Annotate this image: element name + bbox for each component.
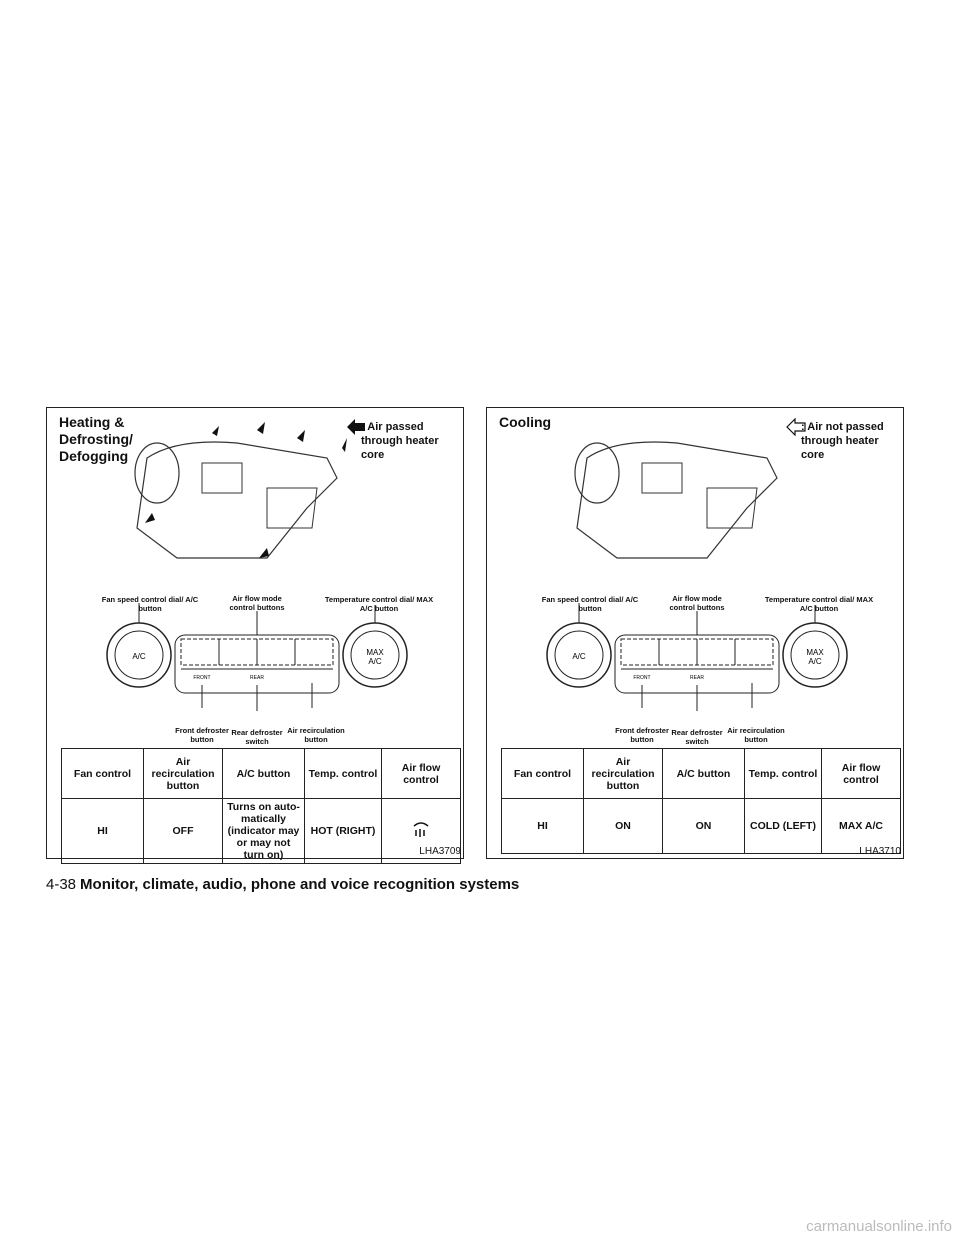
airflow-mode-label: Air flow mode control buttons xyxy=(669,594,725,612)
header-airflow: Air flow control xyxy=(381,748,461,799)
header-ac: A/C button xyxy=(662,748,745,799)
value-airflow xyxy=(381,798,461,864)
cooling-diagram-panel: Cooling : Air not passed through heater … xyxy=(486,407,904,859)
rear-button-label: REAR xyxy=(690,675,704,681)
panel-title: Cooling xyxy=(499,414,552,430)
front-button-label: FRONT xyxy=(633,675,650,681)
value-recirculation: ON xyxy=(583,798,663,854)
hollow-arrow-icon xyxy=(786,418,806,436)
header-temp: Temp. control xyxy=(304,748,382,799)
front-defroster-label: Front defroster button xyxy=(615,726,669,744)
front-defroster-label: Front defroster button xyxy=(175,726,229,744)
recirculation-label: Air recirculation button xyxy=(727,726,785,744)
figure-code: LHA3710 xyxy=(859,846,901,857)
rear-button-label: REAR xyxy=(250,675,264,681)
value-recirculation: OFF xyxy=(143,798,223,864)
settings-table: Fan control Air recirculation button A/C… xyxy=(501,748,901,854)
max-dial-label: MAX xyxy=(366,648,384,657)
temperature-dial-label: Temperature control dial/ MAX A/C button xyxy=(324,595,434,613)
climate-control-illustration: A/C MAX A/C FRONT REAR xyxy=(106,603,408,711)
fan-speed-label: Fan speed control dial/ A/C button xyxy=(101,595,199,613)
settings-table: Fan control Air recirculation button A/C… xyxy=(61,748,461,864)
section-title: Monitor, climate, audio, phone and voice… xyxy=(80,876,520,893)
value-fan: HI xyxy=(501,798,584,854)
value-fan: HI xyxy=(61,798,144,864)
airflow-mode-label: Air flow mode control buttons xyxy=(229,594,285,612)
ac-dial-label: A/C xyxy=(572,652,586,661)
value-temp: COLD (LEFT) xyxy=(744,798,822,854)
figure-code: LHA3709 xyxy=(419,846,461,857)
value-ac: ON xyxy=(662,798,745,854)
max-dial-label: MAX xyxy=(806,648,824,657)
dashboard-illustration xyxy=(134,422,347,559)
solid-arrow-icon xyxy=(347,419,365,435)
max-ac-dial-label: A/C xyxy=(368,657,382,666)
value-airflow: MAX A/C xyxy=(821,798,901,854)
climate-control-illustration: A/C MAX A/C FRONT REAR xyxy=(546,603,848,711)
page-number: 4-38 xyxy=(46,876,77,893)
temperature-dial-label: Temperature control dial/ MAX A/C button xyxy=(764,595,874,613)
header-fan: Fan control xyxy=(501,748,584,799)
fan-speed-label: Fan speed control dial/ A/C button xyxy=(541,595,639,613)
legend-text: : Air not passed through heater core xyxy=(801,421,884,461)
front-button-label: FRONT xyxy=(193,675,210,681)
max-ac-dial-label: A/C xyxy=(808,657,822,666)
header-recirculation: Air recirculation button xyxy=(583,748,663,799)
recirculation-label: Air recirculation button xyxy=(287,726,345,744)
header-fan: Fan control xyxy=(61,748,144,799)
header-ac: A/C button xyxy=(222,748,305,799)
defrost-airflow-icon xyxy=(413,821,429,837)
watermark: carmanualsonline.info xyxy=(806,1218,952,1235)
header-recirculation: Air recirculation button xyxy=(143,748,223,799)
legend-text: : Air passed through heater core xyxy=(361,421,439,461)
ac-dial-label: A/C xyxy=(132,652,146,661)
rear-defroster-label: Rear defroster switch xyxy=(231,728,283,746)
value-temp: HOT (RIGHT) xyxy=(304,798,382,864)
header-airflow: Air flow control xyxy=(821,748,901,799)
value-ac: Turns on auto- matically (indicator may … xyxy=(222,798,305,864)
rear-defroster-label: Rear defroster switch xyxy=(671,728,723,746)
dashboard-illustration xyxy=(574,441,778,559)
panel-title: Heating & Defrosting/ Defogging xyxy=(59,414,133,464)
heating-diagram-panel: Heating & Defrosting/ Defogging : Air pa… xyxy=(46,407,464,864)
header-temp: Temp. control xyxy=(744,748,822,799)
